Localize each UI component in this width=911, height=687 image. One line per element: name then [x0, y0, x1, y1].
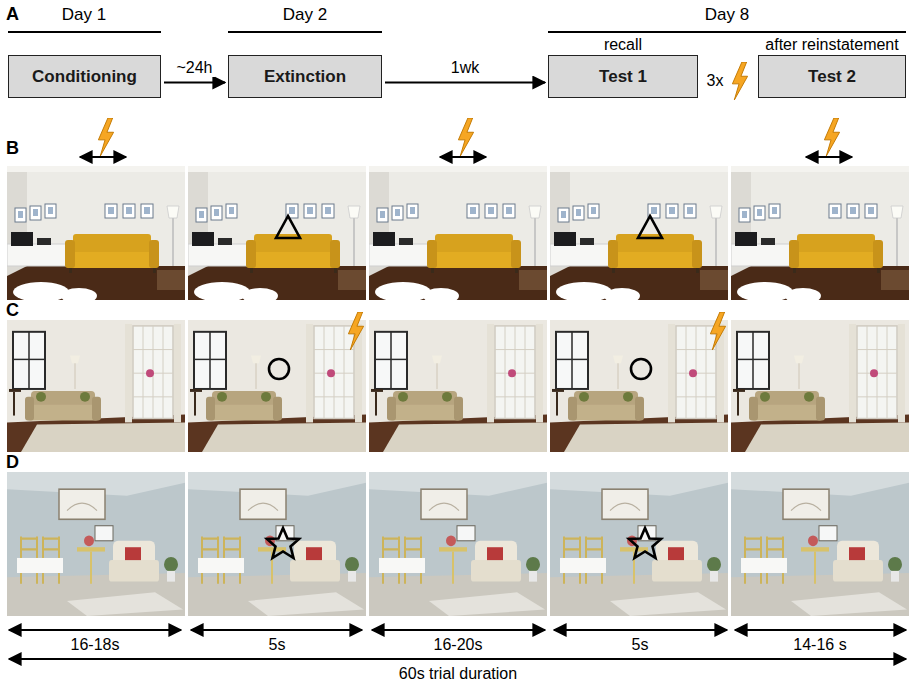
day-bar [8, 31, 906, 33]
panel-letter: C [6, 300, 19, 320]
phase-box: Extinction [228, 55, 382, 98]
duration-label: 5s [269, 636, 286, 654]
shock-bolt [732, 62, 747, 100]
phase-name: Test 2 [808, 67, 856, 87]
shock-window [80, 118, 852, 157]
duration-label: 5s [632, 636, 649, 654]
phase-name: Extinction [264, 67, 346, 87]
timeline-arrow [164, 82, 225, 84]
shock-count: 3x [707, 72, 724, 90]
duration-label: 16-18s [71, 636, 120, 654]
interval-label: 1wk [449, 59, 481, 77]
panel-letter: A [6, 4, 19, 24]
day-label: Day 1 [62, 6, 106, 24]
panel-letter: B [6, 138, 19, 158]
phase-box: Conditioning [8, 55, 161, 98]
shock-bolt-c [348, 312, 725, 350]
phase-note: recall [604, 36, 642, 54]
scene-row-c [7, 320, 909, 452]
phase-name: Test 1 [599, 67, 647, 87]
cs-symbols [267, 216, 662, 558]
duration-label: 16-20s [434, 636, 483, 654]
day-label: Day 2 [283, 6, 327, 24]
phase-name: Conditioning [32, 67, 137, 87]
interval-label: ~24h [174, 59, 214, 77]
panel-letter: D [6, 452, 19, 472]
phase-box: Test 1 [548, 55, 698, 98]
phase-box: Test 2 [758, 55, 906, 98]
duration-label: 60s trial duration [399, 665, 517, 683]
timing-arrows [9, 630, 906, 659]
timeline-arrow [385, 82, 545, 84]
scene-row-b [7, 166, 909, 304]
scene-row-d [7, 472, 909, 616]
duration-label: 14-16 s [793, 636, 846, 654]
phase-note: after reinstatement [765, 36, 898, 54]
day-label: Day 8 [705, 6, 749, 24]
